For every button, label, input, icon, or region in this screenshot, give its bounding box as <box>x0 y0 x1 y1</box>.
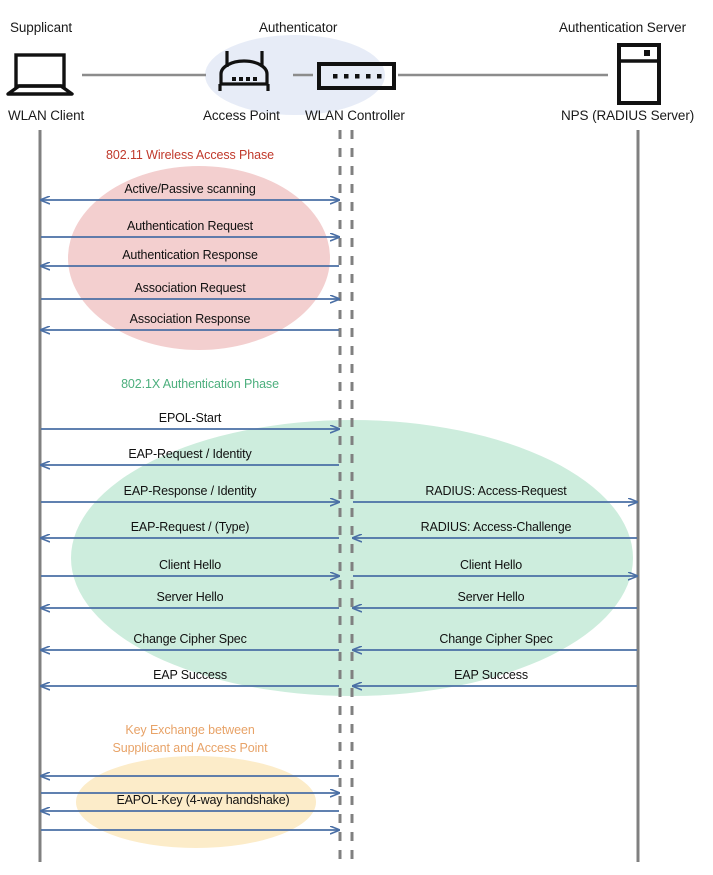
actor-role-authenticator: Authenticator <box>259 20 338 35</box>
phase-label-key-exchange-line2: Supplicant and Access Point <box>112 741 268 755</box>
message-right-label: RADIUS: Access-Challenge <box>420 520 572 534</box>
arrows-right-group <box>353 502 637 686</box>
message-left-label: EAPOL-Key (4-way handshake) <box>116 793 290 807</box>
message-left-label: Server Hello <box>156 590 224 604</box>
message-left-label: Authentication Response <box>122 248 258 262</box>
controller-switch-icon <box>317 62 396 90</box>
message-left-label: Client Hello <box>158 558 222 572</box>
actor-name-access-point: Access Point <box>203 108 280 123</box>
wireless-router-icon <box>218 51 270 91</box>
actor-name-nps-radius-server: NPS (RADIUS Server) <box>561 108 695 123</box>
actor-role-auth-server: Authentication Server <box>559 20 686 35</box>
message-left-label: Association Request <box>134 281 246 295</box>
message-right-label: EAP Success <box>454 668 528 682</box>
message-right-label: Server Hello <box>457 590 525 604</box>
message-left-label: EAP Success <box>153 668 227 682</box>
actor-name-wlan-controller: WLAN Controller <box>305 108 405 123</box>
actor-name-wlan-client: WLAN Client <box>8 108 85 123</box>
arrows-left-group <box>41 200 339 830</box>
phase-802-1x-ellipse <box>71 420 633 696</box>
message-right-label: RADIUS: Access-Request <box>425 484 567 498</box>
phase-label-key-exchange-line1: Key Exchange between <box>125 723 255 737</box>
phase-802-11-ellipse <box>68 166 330 350</box>
message-left-label: EAP-Request / (Type) <box>130 520 250 534</box>
server-rack-icon <box>617 43 661 105</box>
phase-key-exchange-ellipse <box>76 756 316 848</box>
message-left-label: EAP-Request / Identity <box>128 447 252 461</box>
message-left-label: Association Response <box>129 312 251 326</box>
message-left-label: Active/Passive scanning <box>124 182 256 196</box>
message-left-label: EAP-Response / Identity <box>123 484 257 498</box>
laptop-icon <box>6 53 74 96</box>
message-left-label: EPOL-Start <box>158 411 222 425</box>
message-right-label: Client Hello <box>459 558 523 572</box>
message-right-label: Change Cipher Spec <box>439 632 553 646</box>
actor-role-supplicant: Supplicant <box>10 20 73 35</box>
message-left-label: Authentication Request <box>127 219 253 233</box>
message-left-label: Change Cipher Spec <box>133 632 247 646</box>
phase-label-802-11: 802.11 Wireless Access Phase <box>106 148 274 162</box>
phase-label-802-1x: 802.1X Authentication Phase <box>121 377 279 391</box>
